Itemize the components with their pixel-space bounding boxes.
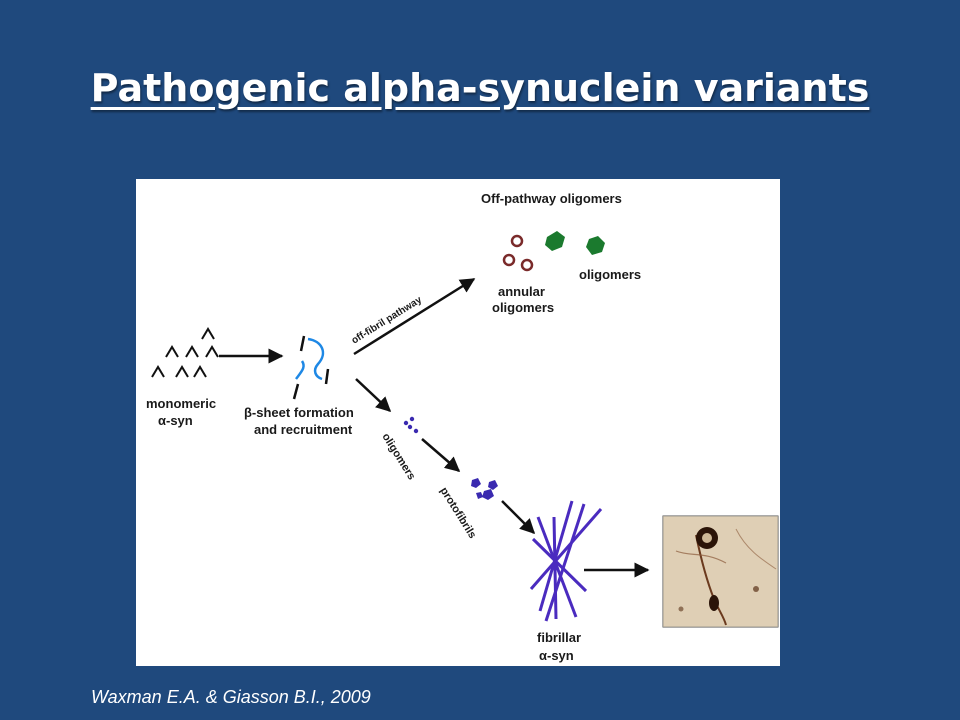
annular-ring-icon xyxy=(510,234,524,248)
alpha-syn-label: α-syn xyxy=(158,413,193,428)
monomer-chevron-icon xyxy=(205,345,219,358)
micrograph-image xyxy=(662,515,779,628)
fibrillar-label: fibrillar xyxy=(537,630,581,645)
off-fibril-pathway-label: off-fibril pathway xyxy=(350,294,425,346)
beta-sheet-icon xyxy=(292,335,330,400)
annular-ring-icon xyxy=(502,253,516,267)
monomer-chevron-icon xyxy=(151,365,165,378)
annular-label: annular xyxy=(498,284,545,299)
protofibrils-label: protofibrils xyxy=(437,485,478,541)
annular-oligomers-group xyxy=(502,234,534,272)
annular-ring-icon xyxy=(520,258,534,272)
blue-oligomer-icon xyxy=(403,416,419,434)
monomer-chevron-icon xyxy=(165,345,179,358)
fibrillar-syn-label: α-syn xyxy=(539,648,574,663)
recruitment-label: and recruitment xyxy=(254,422,353,437)
arrow-to-fibrils xyxy=(501,500,536,535)
citation: Waxman E.A. & Giasson B.I., 2009 xyxy=(91,687,371,707)
monomer-chevron-icon xyxy=(185,345,199,358)
monomers-group xyxy=(151,327,219,378)
arrow-to-protofibrils xyxy=(421,438,461,472)
slide-title: Pathogenic alpha-synuclein variants xyxy=(90,66,870,110)
monomer-chevron-icon xyxy=(175,365,189,378)
monomeric-label: monomeric xyxy=(146,396,216,411)
green-oligomer-icon xyxy=(586,236,605,255)
diagram-panel: Off-pathway oligomers monomeric α-syn β-… xyxy=(136,179,780,666)
fibrils-icon xyxy=(529,500,603,622)
aggregation-pathway-diagram: Off-pathway oligomers monomeric α-syn β-… xyxy=(146,191,779,663)
off-pathway-header: Off-pathway oligomers xyxy=(481,191,622,206)
beta-sheet-label: β-sheet formation xyxy=(244,405,354,420)
green-oligomers-group xyxy=(545,231,605,255)
monomer-chevron-icon xyxy=(193,365,207,378)
arrow-to-oligomers xyxy=(355,378,392,413)
monomer-chevron-icon xyxy=(201,327,215,340)
arrow-off-fibril xyxy=(353,277,476,356)
annular-oligomers-label: oligomers xyxy=(492,300,554,315)
protofibrils-icon xyxy=(471,478,498,500)
green-oligomers-label: oligomers xyxy=(579,267,641,282)
oligomers-diag-label: oligomers xyxy=(379,431,417,482)
green-oligomer-icon xyxy=(545,231,565,251)
